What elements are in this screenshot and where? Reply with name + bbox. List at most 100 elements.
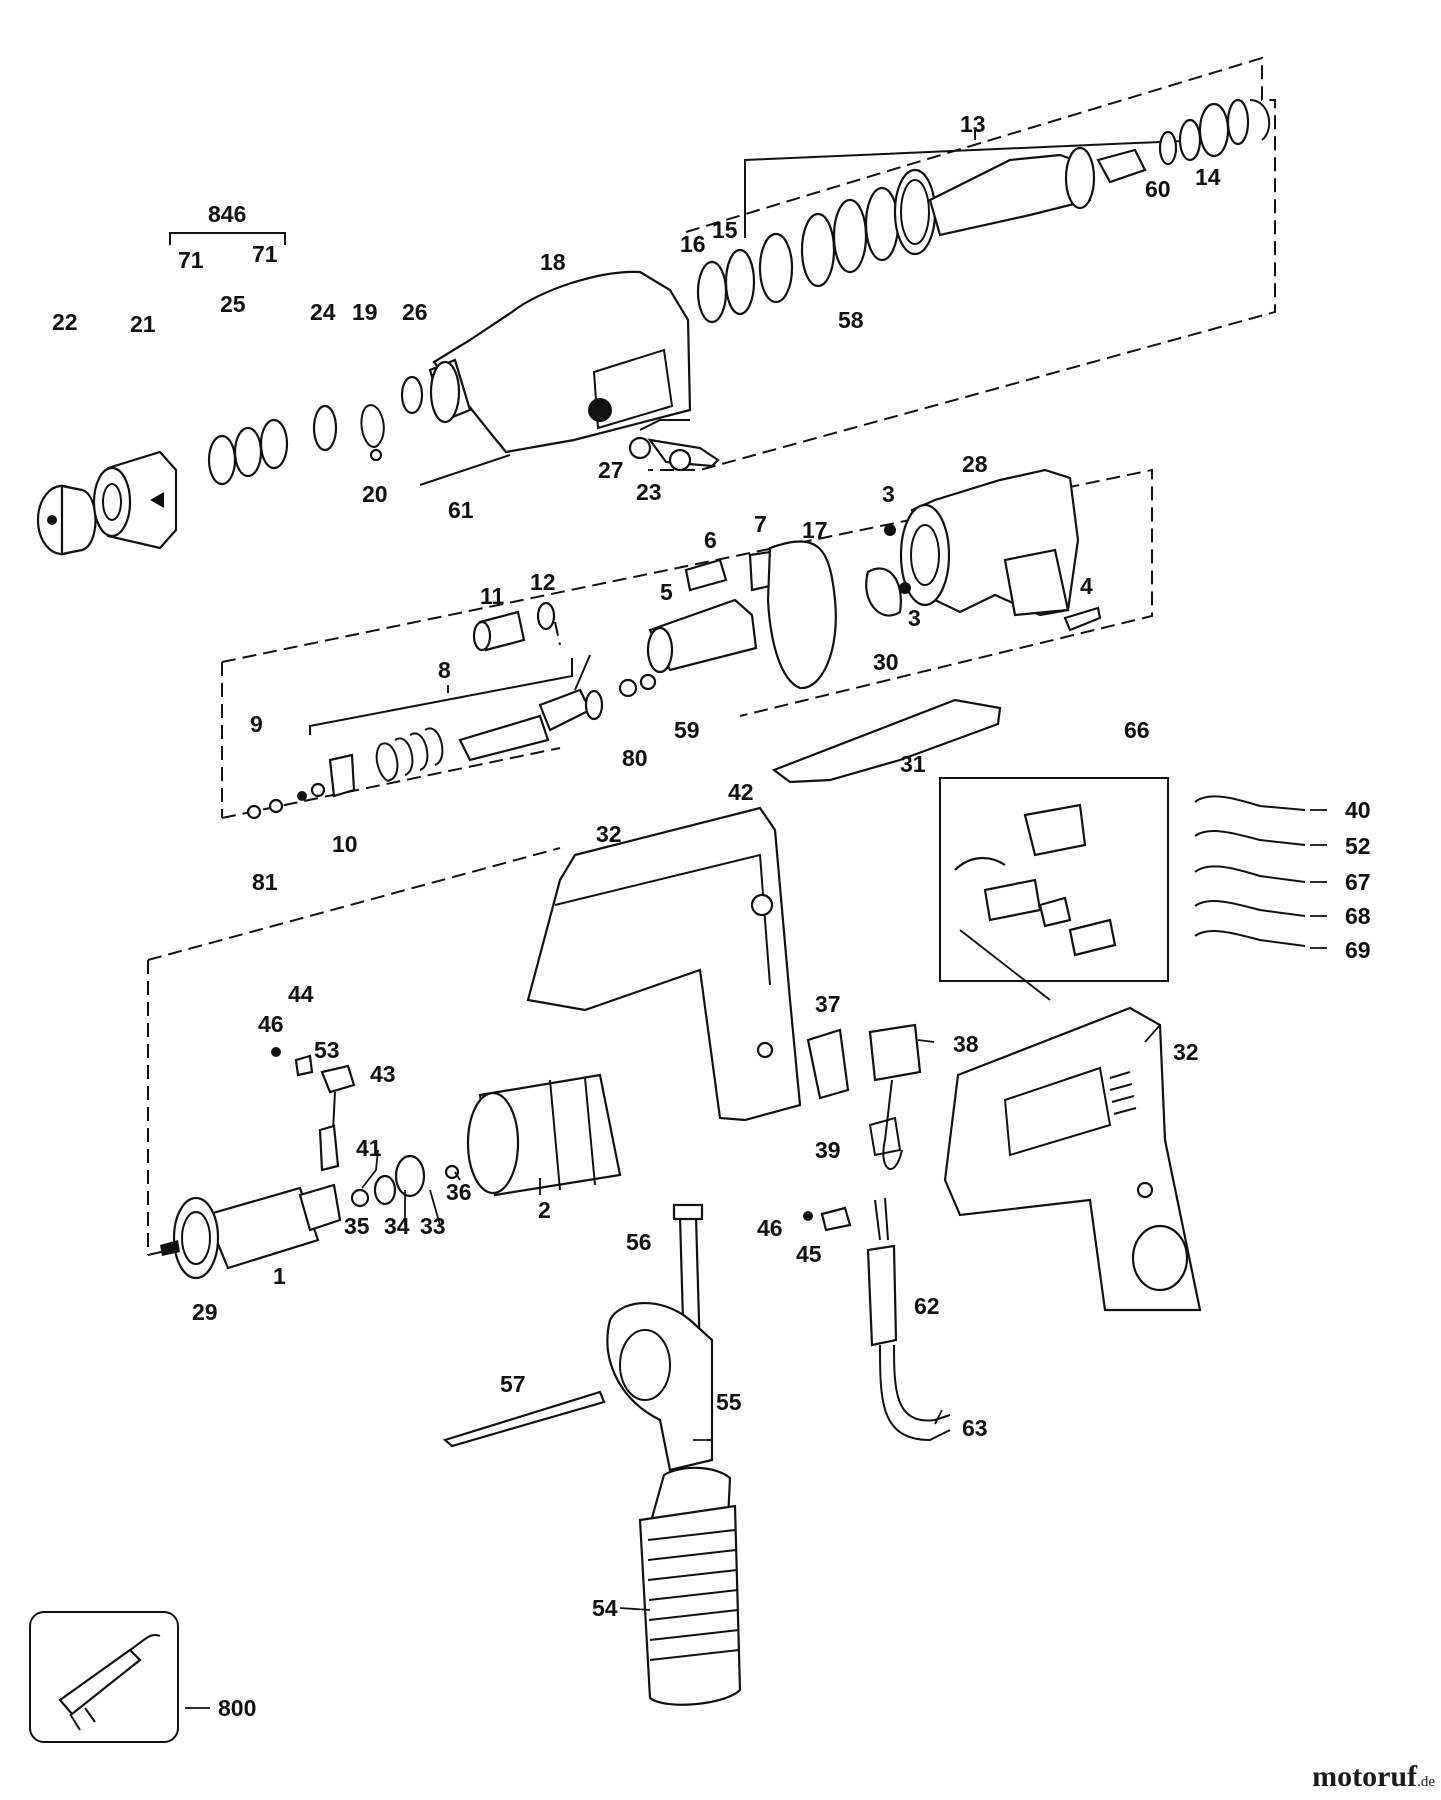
label-44: 44 <box>288 981 314 1007</box>
label-40: 40 <box>1345 797 1371 823</box>
label-26: 26 <box>402 299 428 325</box>
label-16: 16 <box>680 231 706 257</box>
part-rings-846 <box>207 418 289 486</box>
label-34: 34 <box>384 1213 410 1239</box>
label-13: 13 <box>960 111 986 137</box>
label-69: 69 <box>1345 937 1371 963</box>
part-45-62-63-cord <box>803 1197 951 1442</box>
label-29: 29 <box>192 1299 218 1325</box>
label-10: 10 <box>332 831 358 857</box>
motoruf-watermark: motoruf.de <box>1312 1760 1435 1794</box>
part-28-motor-housing <box>865 468 1102 632</box>
label-21: 21 <box>130 311 156 337</box>
label-61: 61 <box>448 497 474 523</box>
label-67: 67 <box>1345 869 1371 895</box>
part-1-armature <box>160 1154 460 1280</box>
label-32b: 32 <box>1173 1039 1199 1065</box>
part-32-handle-right <box>943 1006 1202 1312</box>
label-22: 22 <box>52 309 78 335</box>
group-guide-lines <box>147 56 1276 1256</box>
label-54: 54 <box>592 1595 618 1621</box>
part-8-shaft <box>328 654 604 798</box>
part-wires <box>1194 795 1306 947</box>
label-846: 846 <box>208 201 246 227</box>
label-800: 800 <box>218 1695 256 1721</box>
part-66-switch-box <box>939 777 1169 982</box>
label-80: 80 <box>622 745 648 771</box>
part-44-brush-holder <box>271 1047 356 1172</box>
label-1: 1 <box>273 1263 286 1289</box>
label-3a: 3 <box>882 481 895 507</box>
part-18-gear-housing <box>428 270 720 472</box>
label-7: 7 <box>754 511 767 537</box>
label-60: 60 <box>1145 176 1171 202</box>
label-14: 14 <box>1195 164 1221 190</box>
label-24: 24 <box>310 299 336 325</box>
part-54-55-56-57-side-handle <box>442 1203 742 1706</box>
label-56: 56 <box>626 1229 652 1255</box>
label-20: 20 <box>362 481 388 507</box>
label-45: 45 <box>796 1241 822 1267</box>
label-66: 66 <box>1124 717 1150 743</box>
label-35: 35 <box>344 1213 370 1239</box>
label-11: 11 <box>480 583 505 609</box>
label-19: 19 <box>352 299 378 325</box>
label-36: 36 <box>446 1179 472 1205</box>
label-3b: 3 <box>908 605 921 631</box>
label-53: 53 <box>314 1037 340 1063</box>
label-62: 62 <box>914 1293 940 1319</box>
part-59-80 <box>618 673 657 698</box>
label-37: 37 <box>815 991 841 1017</box>
label-15: 15 <box>712 217 738 243</box>
label-57: 57 <box>500 1371 526 1397</box>
label-71b: 71 <box>252 241 278 267</box>
label-63: 63 <box>962 1415 988 1441</box>
label-46a: 46 <box>258 1011 284 1037</box>
leader-lines <box>185 809 1327 1709</box>
label-41: 41 <box>356 1135 382 1161</box>
part-21-sleeve <box>92 450 178 550</box>
label-9: 9 <box>250 711 263 737</box>
label-4: 4 <box>1080 573 1093 599</box>
label-27: 27 <box>598 457 624 483</box>
watermark-tld: .de <box>1417 1774 1435 1790</box>
label-46b: 46 <box>757 1215 783 1241</box>
label-8: 8 <box>438 657 451 683</box>
part-31-cover <box>771 698 1002 784</box>
part-24-19-26 <box>312 375 511 486</box>
label-43: 43 <box>370 1061 396 1087</box>
part-11-12 <box>472 601 556 652</box>
label-68: 68 <box>1345 903 1371 929</box>
label-33: 33 <box>420 1213 446 1239</box>
label-81: 81 <box>252 869 278 895</box>
label-18: 18 <box>540 249 566 275</box>
label-25: 25 <box>220 291 246 317</box>
label-32a: 32 <box>596 821 622 847</box>
label-23: 23 <box>636 479 662 505</box>
label-55: 55 <box>716 1389 742 1415</box>
part-labels: 13 14 60 846 71 71 16 15 18 58 22 21 25 … <box>52 111 1371 1721</box>
watermark-brand: motoruf <box>1312 1760 1418 1793</box>
label-28: 28 <box>962 451 988 477</box>
label-31: 31 <box>900 751 926 777</box>
label-12: 12 <box>530 569 556 595</box>
part-32-handle-left <box>526 806 802 1122</box>
label-71a: 71 <box>178 247 204 273</box>
part-2-stator <box>466 1073 622 1197</box>
label-58: 58 <box>838 307 864 333</box>
label-38: 38 <box>953 1031 979 1057</box>
label-39: 39 <box>815 1137 841 1163</box>
part-5-6-7-17 <box>646 540 837 690</box>
part-22-cap <box>36 484 97 556</box>
part-9-10-81 <box>246 782 326 820</box>
part-800-grease-tool <box>29 1611 179 1743</box>
label-59: 59 <box>674 717 700 743</box>
label-42: 42 <box>728 779 754 805</box>
label-5: 5 <box>660 579 673 605</box>
label-6: 6 <box>704 527 717 553</box>
label-2: 2 <box>538 1197 551 1223</box>
label-52: 52 <box>1345 833 1371 859</box>
part-13-spindle-assembly <box>696 98 1271 324</box>
part-37-38-39-switch <box>806 1023 922 1170</box>
